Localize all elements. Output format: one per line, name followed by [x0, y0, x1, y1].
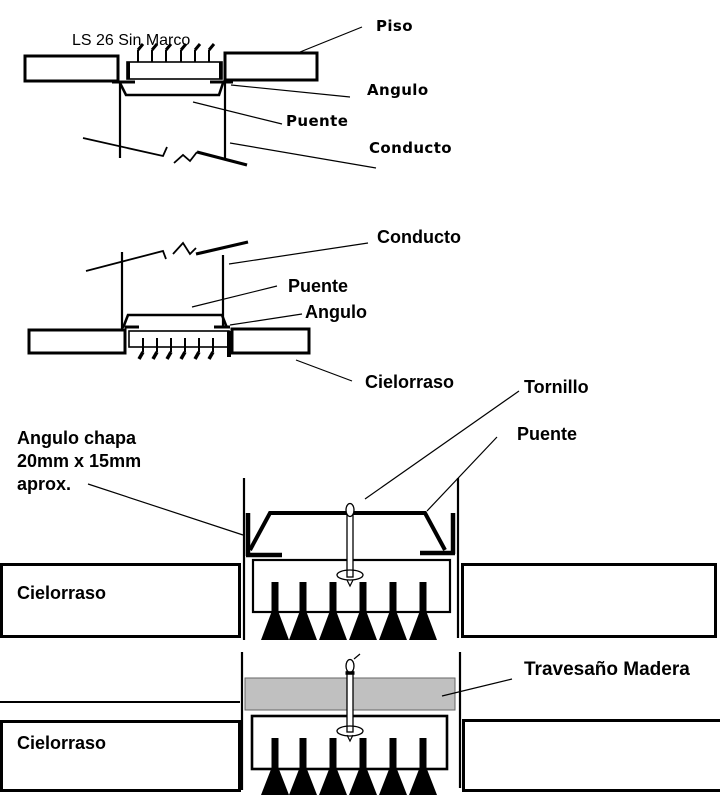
- leader-angulo-chapa: [87, 483, 244, 536]
- lamp-symbol: [349, 582, 377, 640]
- leader-puente: [426, 436, 498, 512]
- diagram-3-screw-section: [0, 390, 717, 640]
- lamp-symbol: [289, 738, 317, 795]
- leader-angulo: [230, 84, 351, 98]
- diagram-2-ceiling-mount: [27, 240, 369, 382]
- label-puente-1: Puente: [286, 112, 349, 130]
- lamp-ticks-down: [137, 338, 215, 360]
- label-angulo-chapa-line1: Angulo chapa: [17, 428, 137, 448]
- leader-lines-d1: [192, 26, 377, 169]
- leader-angulo: [229, 313, 303, 326]
- lamps: [261, 738, 437, 795]
- lamp-symbol: [409, 738, 437, 795]
- label-angulo-chapa: Angulo chapa 20mm x 15mm aprox.: [17, 427, 141, 496]
- lamp-symbol: [409, 582, 437, 640]
- diagram-1-floor-mount: [23, 26, 377, 169]
- lamp-symbol: [379, 738, 407, 795]
- ceiling-slab-left: [0, 563, 241, 638]
- label-puente-3: Puente: [517, 424, 578, 444]
- break-line-zigzag: [173, 151, 198, 164]
- ceiling-slab-left: [0, 720, 241, 792]
- label-tornillo: Tornillo: [524, 377, 589, 397]
- break-line-a: [82, 137, 168, 158]
- bridge-trapezoid: [121, 313, 229, 329]
- leader-travesano: [441, 678, 513, 697]
- label-puente-2: Puente: [288, 276, 349, 296]
- lamp-symbol: [261, 582, 289, 640]
- label-conducto-1: Conducto: [369, 139, 452, 157]
- leader-puente: [191, 285, 278, 308]
- floor-slab-right: [223, 51, 319, 82]
- screw: [336, 502, 364, 588]
- leader-cielorraso: [295, 359, 353, 382]
- leader-lines-d2: [191, 242, 369, 382]
- ceiling-slab-right: [461, 563, 717, 638]
- floor-slab-left: [23, 54, 120, 83]
- leader-piso: [299, 26, 363, 53]
- label-cielorraso-3: Cielorraso: [17, 583, 107, 603]
- screw-head: [345, 658, 355, 674]
- leader-lines-d3: [87, 390, 520, 536]
- leader-tornillo: [364, 390, 520, 500]
- diagram-1-title: LS 26 Sin Marco: [72, 32, 191, 49]
- screw: [336, 653, 364, 743]
- break-line-b: [196, 150, 248, 167]
- break-line-zigzag: [172, 241, 197, 256]
- label-angulo-1: Angulo: [367, 81, 429, 99]
- lamp-symbol: [261, 738, 289, 795]
- screw-tip: [346, 579, 354, 588]
- label-conducto-2: Conducto: [377, 227, 461, 247]
- screw-tick: [353, 653, 361, 660]
- lamps: [261, 582, 437, 640]
- label-cielorraso-2: Cielorraso: [365, 372, 455, 392]
- break-line-b: [195, 240, 249, 256]
- lamp-ticks-up: [136, 43, 216, 62]
- label-angulo-chapa-line3: aprox.: [17, 474, 72, 494]
- leader-puente: [192, 101, 283, 125]
- leader-conducto: [228, 242, 369, 265]
- lamp-symbol: [349, 738, 377, 795]
- wing-nut: [336, 725, 364, 737]
- leader-conducto: [229, 142, 377, 169]
- lamp-symbol: [319, 582, 347, 640]
- lamp-symbol: [319, 738, 347, 795]
- bridge-trapezoid: [118, 82, 225, 97]
- lamp-fixture-box: [126, 61, 223, 80]
- wing-nut: [336, 569, 364, 581]
- lamp-symbol: [379, 582, 407, 640]
- label-angulo-2: Angulo: [305, 302, 367, 322]
- label-travesano-madera: Travesaño Madera: [524, 659, 690, 680]
- label-cielorraso-4: Cielorraso: [17, 733, 107, 753]
- ceiling-slab-left: [27, 328, 127, 355]
- label-angulo-chapa-line2: 20mm x 15mm: [17, 451, 142, 471]
- ceiling-slab-right: [230, 327, 311, 355]
- diagram-4-beam-section: [0, 652, 720, 795]
- screw-tip: [346, 734, 354, 743]
- screw-head: [345, 502, 355, 518]
- break-line-a: [85, 249, 167, 272]
- lamp-symbol: [289, 582, 317, 640]
- label-piso: Piso: [376, 17, 413, 35]
- ceiling-slab-right: [462, 719, 720, 792]
